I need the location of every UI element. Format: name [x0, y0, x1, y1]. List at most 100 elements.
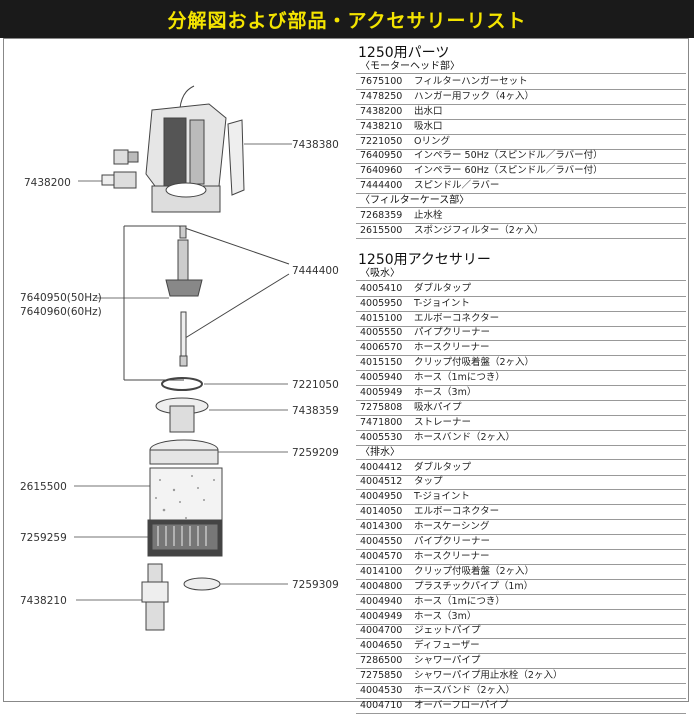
part-code: 4004512	[360, 476, 403, 488]
part-name: シャワーパイプ	[414, 655, 481, 667]
part-name: ホース（1mにつき）	[414, 372, 505, 384]
label-7444400: 7444400	[292, 265, 339, 277]
part-code: 4005530	[360, 431, 403, 443]
part-name: エルボーコネクター	[414, 506, 500, 518]
part-name: ストレーナー	[414, 416, 472, 428]
o-ring	[161, 377, 203, 391]
cap-part	[183, 577, 288, 591]
list-section-title: 1250用パーツ	[358, 45, 450, 61]
part-name: ホースケーシング	[414, 521, 490, 533]
label-2615500: 2615500	[20, 481, 67, 493]
label-7438200: 7438200	[24, 177, 71, 189]
part-name: クリップ付吸着盤（2ヶ入）	[414, 565, 535, 577]
part-code: 4004700	[360, 625, 403, 637]
list-item: 4014100 クリップ付吸着盤（2ヶ入）	[356, 565, 686, 580]
list-item: 7221050 Oリング	[356, 135, 686, 150]
part-code: 7675100	[360, 75, 403, 87]
outlet-parts	[78, 149, 139, 189]
list-item: 4004570 ホースクリーナー	[356, 550, 686, 565]
part-code: 4004550	[360, 536, 403, 547]
part-name: パイプクリーナー	[414, 327, 491, 339]
part-name: ダブルタップ	[414, 461, 472, 473]
inlet-part	[155, 397, 288, 433]
part-code: 7438200	[360, 105, 403, 117]
list-item: 4004949 ホース（3m）	[356, 610, 686, 625]
part-code: 7640960	[360, 165, 403, 177]
part-name: スピンドル／ラバー	[414, 180, 500, 192]
part-name: オーバーフローパイプ	[414, 699, 509, 711]
part-name: ホース（3m）	[414, 610, 477, 622]
hanger-bracket	[227, 119, 245, 196]
label-7640950: 7640950(50Hz)	[20, 292, 102, 304]
list-item: 7275850 シャワーパイプ用止水栓（2ヶ入）	[356, 669, 686, 685]
part-code: 4004800	[360, 580, 403, 592]
part-name: プラスチックパイプ（1m）	[414, 580, 534, 592]
part-name: Oリング	[414, 135, 450, 147]
part-name: ホース（3m）	[414, 387, 477, 398]
filter-cage	[74, 519, 223, 557]
part-name: 出水口	[414, 105, 443, 117]
inlet-fitting	[76, 563, 169, 631]
page-title: 分解図および部品・アクセサリーリスト	[167, 10, 527, 32]
label-7259209: 7259209	[292, 447, 339, 459]
part-code: 4014050	[360, 506, 403, 518]
part-code: 4005410	[360, 282, 403, 294]
part-code: 4004949	[360, 610, 403, 622]
part-code: 4014100	[360, 565, 403, 577]
part-name: T-ジョイント	[414, 491, 470, 503]
part-code: 4004950	[360, 491, 403, 503]
part-name: タップ	[414, 476, 443, 488]
list-item: 4004950 T-ジョイント	[356, 490, 686, 506]
part-code: 2615500	[360, 224, 403, 236]
list-item: 4004710 オーバーフローパイプ	[356, 699, 686, 714]
part-name: ホースクリーナー	[414, 550, 490, 562]
part-code: 4005950	[360, 297, 403, 309]
label-7259259: 7259259	[20, 532, 67, 544]
part-name: シャワーパイプ用止水栓（2ヶ入）	[414, 670, 563, 682]
label-7259309: 7259309	[292, 579, 339, 591]
part-code: 4004650	[360, 640, 403, 652]
part-code: 7471800	[360, 416, 403, 428]
part-name: スポンジフィルター（2ヶ入）	[414, 224, 544, 236]
list-item: 4005410 ダブルタップ	[356, 282, 686, 297]
part-code: 7221050	[360, 135, 403, 147]
part-name: ホース（1mにつき）	[414, 595, 505, 607]
part-name: インペラー 50Hz（スピンドル／ラバー付）	[414, 150, 603, 162]
part-name: 吸水口	[414, 120, 443, 132]
list-item: 4004940 ホース（1mにつき）	[356, 595, 686, 610]
part-code: 4015100	[360, 312, 403, 324]
part-name: 吸水パイプ	[414, 401, 462, 413]
part-code: 4004710	[360, 699, 403, 711]
label-7640960: 7640960(60Hz)	[20, 306, 102, 318]
list-item: 7478250 ハンガー用フック（4ヶ入）	[356, 90, 686, 105]
part-name: クリップ付吸着盤（2ヶ入）	[414, 357, 535, 369]
part-code: 7478250	[360, 90, 403, 102]
list-subheading: 〈モーターヘッド部〉	[356, 60, 686, 74]
filter-case-lid	[149, 439, 288, 465]
list-item: 2615500 スポンジフィルター（2ヶ入）	[356, 224, 686, 239]
part-name: ディフューザー	[414, 640, 480, 652]
list-item: 4004700 ジェットパイプ	[356, 624, 686, 640]
part-code: 4004570	[360, 550, 403, 562]
exploded-diagram: 7438200 7640950(50Hz) 7640960(60Hz) 2615…	[4, 40, 354, 700]
part-name: ハンガー用フック（4ヶ入）	[414, 90, 535, 102]
part-code: 7275850	[360, 670, 403, 682]
part-code: 4004940	[360, 595, 403, 607]
list-subheading: 〈フィルターケース部〉	[356, 194, 686, 209]
part-name: ジェットパイプ	[414, 625, 481, 637]
part-name: ダブルタップ	[414, 282, 472, 294]
diagram-drawing	[74, 85, 292, 631]
